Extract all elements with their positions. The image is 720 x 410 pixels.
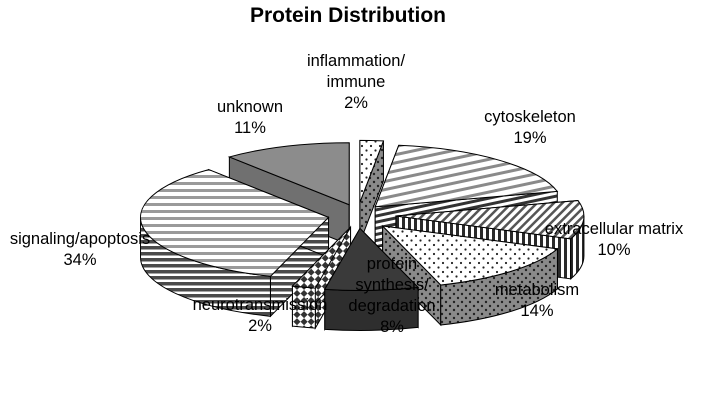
slice-top	[374, 144, 559, 208]
slice-label: protein synthesis/degradation 8%	[348, 255, 435, 336]
slice-category-label: immune	[327, 73, 386, 91]
pie-slice	[323, 226, 420, 332]
slice-top	[395, 200, 585, 240]
slice-top	[227, 142, 350, 206]
slice-category-label: metabolism	[495, 281, 579, 299]
slice-top	[381, 225, 559, 286]
slice-labels: inflammation/immune 2% cytoskeleton 19% extr…	[10, 52, 684, 336]
slice-label: neurotransmission 2%	[193, 296, 328, 335]
slice-top	[291, 226, 351, 289]
slice-label: extracellular matrix 10%	[545, 220, 684, 259]
slice-value-label: 10%	[597, 241, 630, 259]
slice-label: cytoskeleton 19%	[484, 108, 576, 147]
slice-top	[323, 227, 420, 291]
slice-label: signaling/apoptosis 34%	[10, 230, 150, 269]
slice-category-label: synthesis/	[355, 276, 429, 294]
slice-value-label: 14%	[520, 302, 553, 320]
pie-slice	[359, 139, 385, 243]
slice-category-label: protein	[367, 255, 417, 273]
slice-category-label: inflammation/	[307, 52, 406, 70]
slice-category-label: cytoskeleton	[484, 108, 576, 126]
slice-top	[140, 169, 330, 277]
slice-category-label: signaling/apoptosis	[10, 230, 150, 248]
slice-label: unknown 11%	[217, 98, 283, 137]
slice-value-label: 2%	[248, 317, 272, 335]
slice-label: inflammation/immune 2%	[307, 52, 406, 112]
slice-category-label: extracellular matrix	[545, 220, 684, 238]
slice-value-label: 2%	[344, 94, 368, 112]
chart-title: Protein Distribution	[250, 4, 446, 27]
slice-label: metabolism 14%	[495, 281, 579, 320]
pie-slice	[140, 168, 330, 318]
slice-top	[359, 139, 385, 203]
slice-value-label: 34%	[63, 251, 96, 269]
slice-category-label: neurotransmission	[193, 296, 328, 314]
slice-category-label: unknown	[217, 98, 283, 116]
slice-value-label: 11%	[234, 119, 266, 137]
slice-category-label: degradation	[348, 297, 435, 315]
slice-value-label: 8%	[380, 318, 404, 336]
pie-slices	[140, 139, 585, 332]
slice-value-label: 19%	[513, 129, 546, 147]
